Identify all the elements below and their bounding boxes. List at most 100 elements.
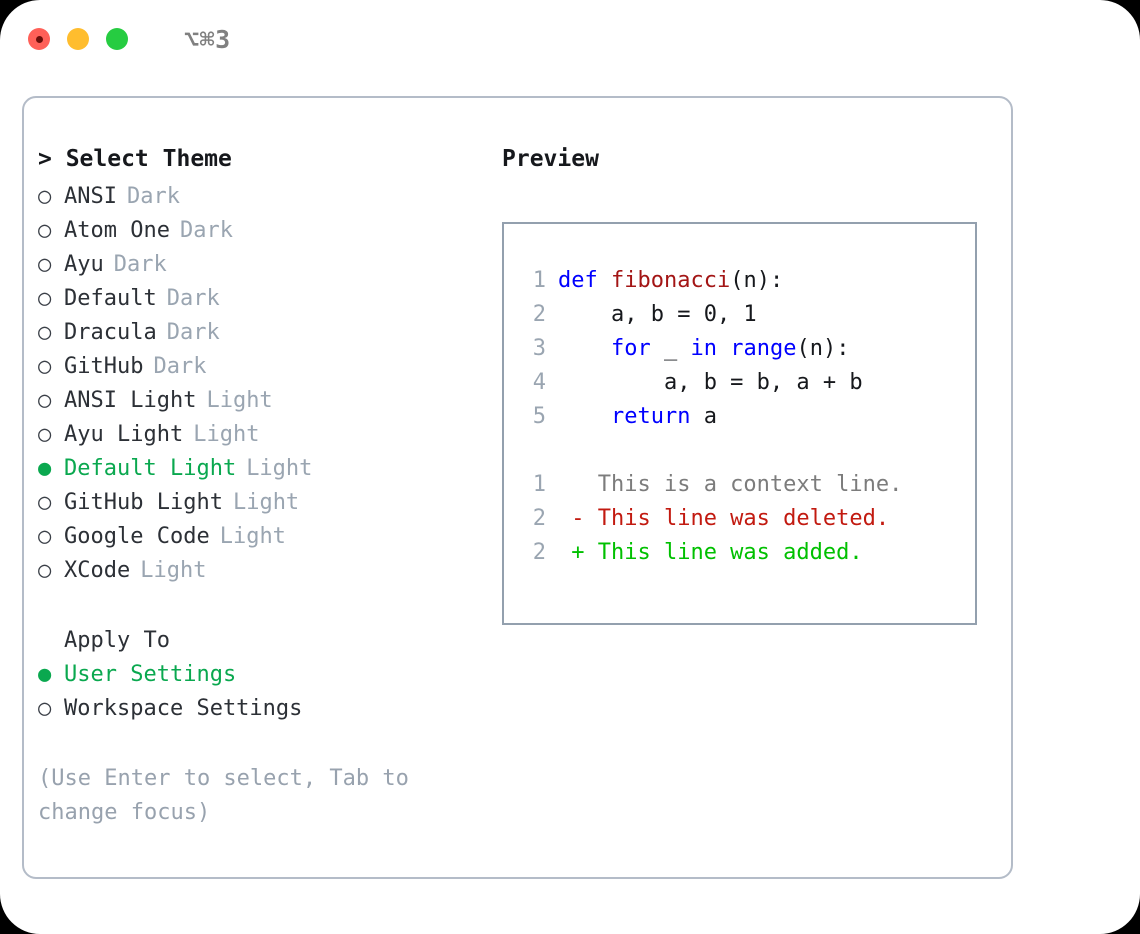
window-controls bbox=[28, 28, 128, 50]
theme-name: Default bbox=[64, 286, 157, 311]
code-token-builtin: range bbox=[730, 336, 797, 361]
apply-to-label: Apply To bbox=[64, 628, 170, 653]
page-title: > Select Theme bbox=[38, 146, 232, 172]
apply-to-item[interactable]: ○Workspace Settings bbox=[38, 696, 478, 730]
theme-list-item[interactable]: ○ Default Dark bbox=[38, 286, 478, 320]
radio-unselected-icon: ○ bbox=[38, 320, 52, 345]
code-token-kw: for bbox=[610, 336, 651, 361]
code-line: 4 a, b = b, a + b bbox=[516, 370, 975, 404]
line-number: 2 bbox=[532, 302, 546, 327]
radio-unselected-icon: ○ bbox=[38, 252, 52, 277]
diff-line: 2 + This line was added. bbox=[516, 540, 975, 574]
theme-list-item[interactable]: ○ Ayu Light Light bbox=[38, 422, 478, 456]
help-text: (Use Enter to select, Tab to change focu… bbox=[38, 766, 423, 825]
close-icon bbox=[35, 35, 43, 43]
diff-text-del: - This line was deleted. bbox=[558, 506, 890, 531]
theme-list-item[interactable]: ○ ANSI Light Light bbox=[38, 388, 478, 422]
line-number: 5 bbox=[532, 404, 546, 429]
apply-to-name: Workspace Settings bbox=[64, 696, 303, 721]
diff-text-context: This is a context line. bbox=[558, 472, 903, 497]
theme-category: Dark bbox=[166, 286, 220, 311]
apply-to-item[interactable]: ●User Settings bbox=[38, 662, 478, 696]
theme-name: ANSI bbox=[64, 184, 117, 209]
code-token-plain: (n): bbox=[730, 268, 784, 293]
line-number: 3 bbox=[532, 336, 546, 361]
code-token-fn: fibonacci bbox=[610, 268, 731, 293]
radio-unselected-icon: ○ bbox=[38, 388, 52, 413]
theme-category: Light bbox=[246, 456, 313, 481]
code-line: 1 def fibonacci(n): bbox=[516, 268, 975, 302]
code-token-plain: (n): bbox=[796, 336, 850, 361]
theme-category: Light bbox=[219, 524, 286, 549]
theme-name: Atom One bbox=[64, 218, 170, 243]
code-token-kw: def bbox=[558, 268, 611, 293]
diff-text-add: + This line was added. bbox=[558, 540, 863, 565]
theme-name: Google Code bbox=[64, 524, 210, 549]
minimize-button[interactable] bbox=[67, 28, 89, 50]
code-token-plain: a, b = b, a + b bbox=[558, 370, 863, 395]
line-number: 2 bbox=[532, 506, 546, 531]
code-text: for _ in range(n): bbox=[558, 336, 849, 361]
line-number: 1 bbox=[532, 472, 546, 497]
code-text: return a bbox=[558, 404, 717, 429]
theme-list-item[interactable]: ○ XCode Light bbox=[38, 558, 478, 592]
theme-category: Light bbox=[193, 422, 260, 447]
theme-category: Dark bbox=[113, 252, 167, 277]
theme-category: Dark bbox=[126, 184, 180, 209]
theme-name: GitHub Light bbox=[64, 490, 223, 515]
theme-name: XCode bbox=[64, 558, 131, 583]
preview-title: Preview bbox=[502, 146, 599, 172]
theme-list-item[interactable]: ● Default Light Light bbox=[38, 456, 478, 490]
line-number: 1 bbox=[532, 268, 546, 293]
diff-sample: 1 This is a context line.2 - This line w… bbox=[516, 472, 975, 574]
radio-unselected-icon: ○ bbox=[38, 524, 52, 549]
code-token-plain bbox=[558, 404, 611, 429]
code-line: 2 a, b = 0, 1 bbox=[516, 302, 975, 336]
code-text: def fibonacci(n): bbox=[558, 268, 783, 293]
code-token-kw: return bbox=[610, 404, 691, 429]
theme-name: Ayu bbox=[64, 252, 104, 277]
radio-unselected-icon: ○ bbox=[38, 354, 52, 379]
code-token-plain bbox=[717, 336, 730, 361]
close-button[interactable] bbox=[28, 28, 50, 50]
theme-list-item[interactable]: ○ Ayu Dark bbox=[38, 252, 478, 286]
theme-category: Light bbox=[140, 558, 207, 583]
theme-category: Dark bbox=[179, 218, 233, 243]
code-text: a, b = 0, 1 bbox=[558, 302, 757, 327]
code-token-plain: a bbox=[690, 404, 717, 429]
maximize-button[interactable] bbox=[106, 28, 128, 50]
code-token-kw: in bbox=[690, 336, 717, 361]
code-line: 5 return a bbox=[516, 404, 975, 438]
theme-category: Dark bbox=[166, 320, 220, 345]
radio-unselected-icon: ○ bbox=[38, 184, 52, 209]
apply-to-marker-spacer: ○ bbox=[38, 628, 64, 653]
radio-unselected-icon: ○ bbox=[38, 422, 52, 447]
theme-name: ANSI Light bbox=[64, 388, 197, 413]
theme-category: Light bbox=[206, 388, 273, 413]
theme-name: Default Light bbox=[64, 456, 237, 481]
radio-unselected-icon: ○ bbox=[38, 490, 52, 515]
theme-list-item[interactable]: ○ Google Code Light bbox=[38, 524, 478, 558]
code-diff-separator bbox=[516, 438, 975, 472]
code-token-plain: _ bbox=[650, 336, 691, 361]
apply-to-name: User Settings bbox=[64, 662, 237, 687]
radio-selected-icon: ● bbox=[38, 456, 52, 481]
theme-name: Ayu Light bbox=[64, 422, 184, 447]
radio-unselected-icon: ○ bbox=[38, 286, 52, 311]
code-text: a, b = b, a + b bbox=[558, 370, 863, 395]
line-number: 2 bbox=[532, 540, 546, 565]
radio-unselected-icon: ○ bbox=[38, 558, 52, 583]
diff-line: 1 This is a context line. bbox=[516, 472, 975, 506]
line-number: 4 bbox=[532, 370, 546, 395]
theme-list-item[interactable]: ○ ANSI Dark bbox=[38, 184, 478, 218]
